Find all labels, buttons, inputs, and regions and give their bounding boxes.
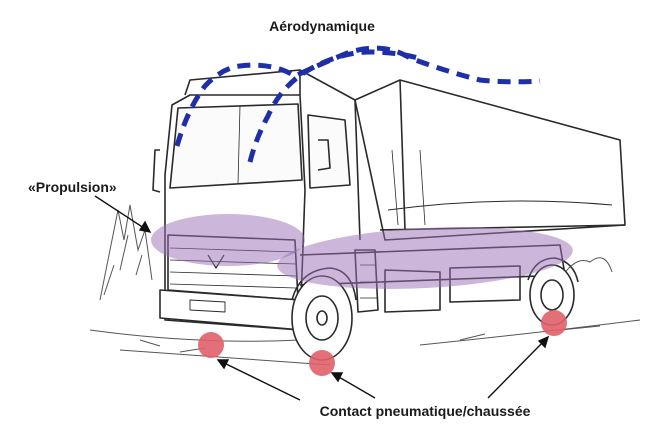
contact-point-wheel <box>309 350 335 376</box>
arrow-contact-rear <box>487 336 549 399</box>
airflow-line-lower <box>247 49 419 163</box>
arrow-contact-front <box>217 359 301 401</box>
pointer-arrows <box>94 195 550 401</box>
label-aerodynamique: Aérodynamique <box>269 18 375 34</box>
contact-point-front <box>198 332 224 358</box>
propulsion-zone-body <box>277 227 573 289</box>
aerodynamic-flow <box>174 45 541 163</box>
truck-outline <box>152 69 626 361</box>
propulsion-zone-front <box>151 214 305 266</box>
label-contact: Contact pneumatique/chaussée <box>320 403 531 419</box>
label-propulsion: «Propulsion» <box>28 179 117 195</box>
contact-point-rear <box>541 310 567 336</box>
background-scenery <box>89 204 641 366</box>
arrow-propulsion <box>94 195 151 233</box>
propulsion-zones <box>151 214 573 289</box>
contact-points <box>198 310 567 376</box>
